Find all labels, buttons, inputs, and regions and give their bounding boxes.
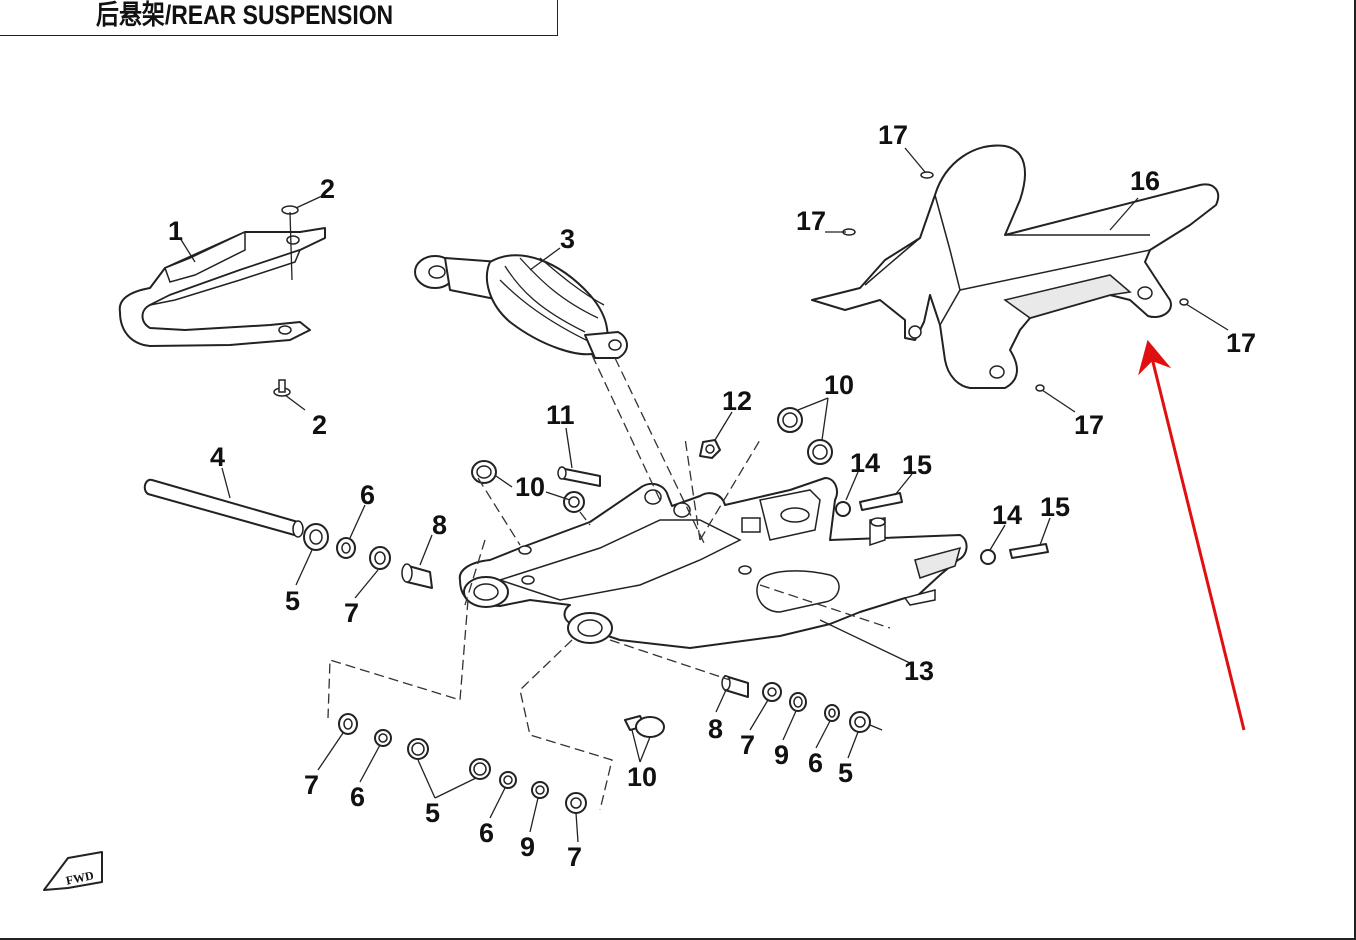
callout-6-lower-a: 6	[350, 782, 365, 812]
callout-9-right: 9	[774, 740, 789, 770]
callout-12: 12	[722, 386, 752, 416]
callout-4: 4	[210, 442, 225, 472]
part-bushings-right-group	[721, 675, 883, 733]
part-nut	[699, 439, 721, 459]
callout-14-right: 14	[992, 500, 1022, 530]
callout-7-lower-b: 7	[567, 842, 582, 872]
callout-15-upper: 15	[902, 450, 932, 480]
callout-11: 11	[546, 400, 575, 430]
part-rear-shock-absorber	[414, 254, 628, 359]
part-bushings-left-group	[303, 523, 433, 589]
callout-13: 13	[904, 656, 934, 686]
part-screw-upper	[281, 205, 299, 281]
callout-5-left: 5	[285, 586, 300, 616]
callout-8-left: 8	[432, 510, 447, 540]
callout-5-lower: 5	[425, 798, 440, 828]
callout-numbers: 1 2 2 3 4 5 5 5 6 6 6 6 7 7 7 7 8 8 9 9 …	[168, 120, 1256, 872]
callout-17-bottom: 17	[1074, 410, 1104, 440]
callout-9-lower: 9	[520, 832, 535, 862]
callout-10-upper: 10	[824, 370, 854, 400]
callout-6-right: 6	[808, 748, 823, 778]
part-shock-bolt	[557, 466, 601, 487]
part-seals-upper	[471, 407, 833, 513]
callout-15-right: 15	[1040, 492, 1070, 522]
callout-7-lower-a: 7	[304, 770, 319, 800]
callout-10-lower: 10	[627, 762, 657, 792]
callout-17-left: 17	[796, 206, 826, 236]
fwd-direction-badge: FWD	[43, 851, 103, 891]
callout-16: 16	[1130, 166, 1160, 196]
part-swing-arm	[458, 477, 968, 649]
callout-7-right: 7	[740, 730, 755, 760]
callout-7-left: 7	[344, 598, 359, 628]
part-rear-fender-chain-guard	[811, 144, 1220, 389]
callout-1: 1	[168, 216, 183, 246]
callout-17-top: 17	[878, 120, 908, 150]
part-spacer-and-pin-1	[835, 492, 903, 517]
callout-5-right: 5	[838, 758, 853, 788]
callout-2-upper: 2	[320, 174, 335, 204]
part-chain-slider	[118, 227, 326, 347]
part-bushings-lower-group	[338, 713, 665, 814]
part-screw-lower	[273, 379, 291, 397]
red-pointer-arrow	[1138, 339, 1246, 731]
callout-14-upper: 14	[850, 448, 880, 478]
callout-10-left: 10	[515, 472, 545, 502]
fwd-label: FWD	[65, 868, 96, 888]
part-swingarm-pivot-shaft	[143, 478, 304, 538]
part-screws-17	[842, 171, 1189, 392]
callout-6-left: 6	[360, 480, 375, 510]
callout-leader-lines	[179, 147, 1229, 843]
callout-3: 3	[560, 224, 575, 254]
assembly-dashed-lines	[327, 354, 891, 811]
title-box: 后悬架/REAR SUSPENSION	[0, 0, 558, 36]
callout-17-right: 17	[1226, 328, 1256, 358]
callout-6-lower-b: 6	[479, 818, 494, 848]
callout-8-right: 8	[708, 714, 723, 744]
part-spacer-and-pin-2	[980, 543, 1049, 565]
callout-2-lower: 2	[312, 410, 327, 440]
diagram-title: 后悬架/REAR SUSPENSION	[96, 0, 394, 30]
